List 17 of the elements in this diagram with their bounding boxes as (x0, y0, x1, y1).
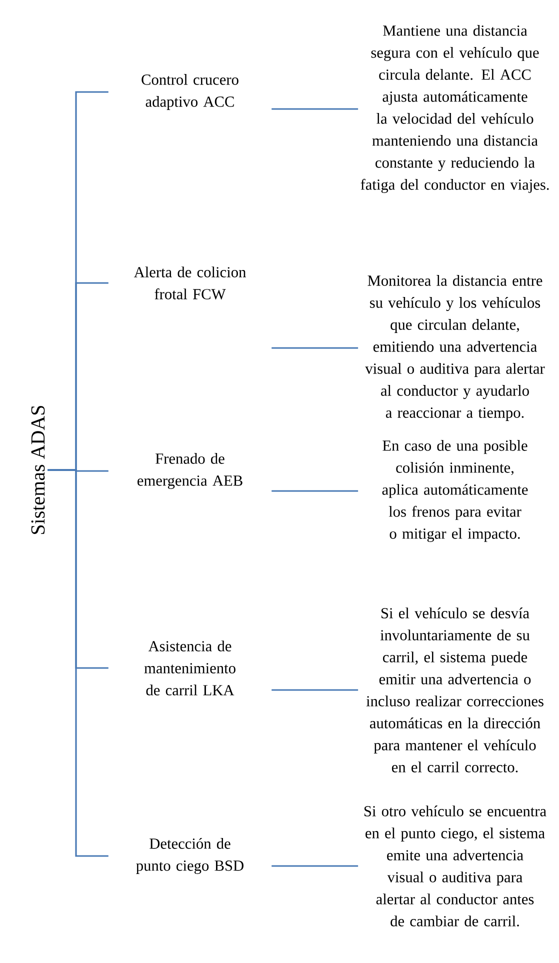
connector-line (272, 490, 358, 492)
connector-line (272, 865, 358, 867)
category-label: Control crucero adaptivo ACC (142, 74, 238, 110)
connector-line (272, 689, 358, 691)
category-label: Frenado de emergencia AEB (138, 453, 242, 489)
category-label: Detección de punto ciego BSD (136, 838, 244, 874)
root-label: Sistemas ADAS (31, 406, 45, 534)
description-text: Monitorea la distancia entre su vehículo y los vehículos que circulan delante, emitiendo una advertencia visual o auditiva para alertar al conductor y ayudarlo a reaccionar a tiempo. (365, 275, 545, 421)
connector-line (272, 108, 358, 110)
connector-line (48, 469, 108, 857)
description-text: Si otro vehículo se encuentra en el punto ciego, el sistema emite una advertencia visual o auditiva para alertar al conductor antes de cambiar de carril. (364, 806, 546, 926)
description-text: Si el vehículo se desvía involuntariamente de su carril, el sistema puede emitir una advertencia o incluso realizar correcciones automáticas en la dirección para mantener el vehículo en el carril correcto. (366, 608, 544, 772)
category-label: Asistencia de mantenimiento de carril LKA (144, 640, 236, 696)
category-label: Alerta de colicion frotal FCW (134, 266, 246, 300)
description-text: En caso de una posible colisión inminente, aplica automáticamente los frenos para evitar o mitigar el impacto. (382, 440, 528, 542)
description-text: Mantiene una distancia segura con el vehículo que circula delante. El ACC ajusta automáticamente la velocidad del vehículo manteniendo una distancia constante y reduciendo la fatiga del conductor en viajes. (360, 25, 549, 193)
connector-line (272, 347, 358, 349)
